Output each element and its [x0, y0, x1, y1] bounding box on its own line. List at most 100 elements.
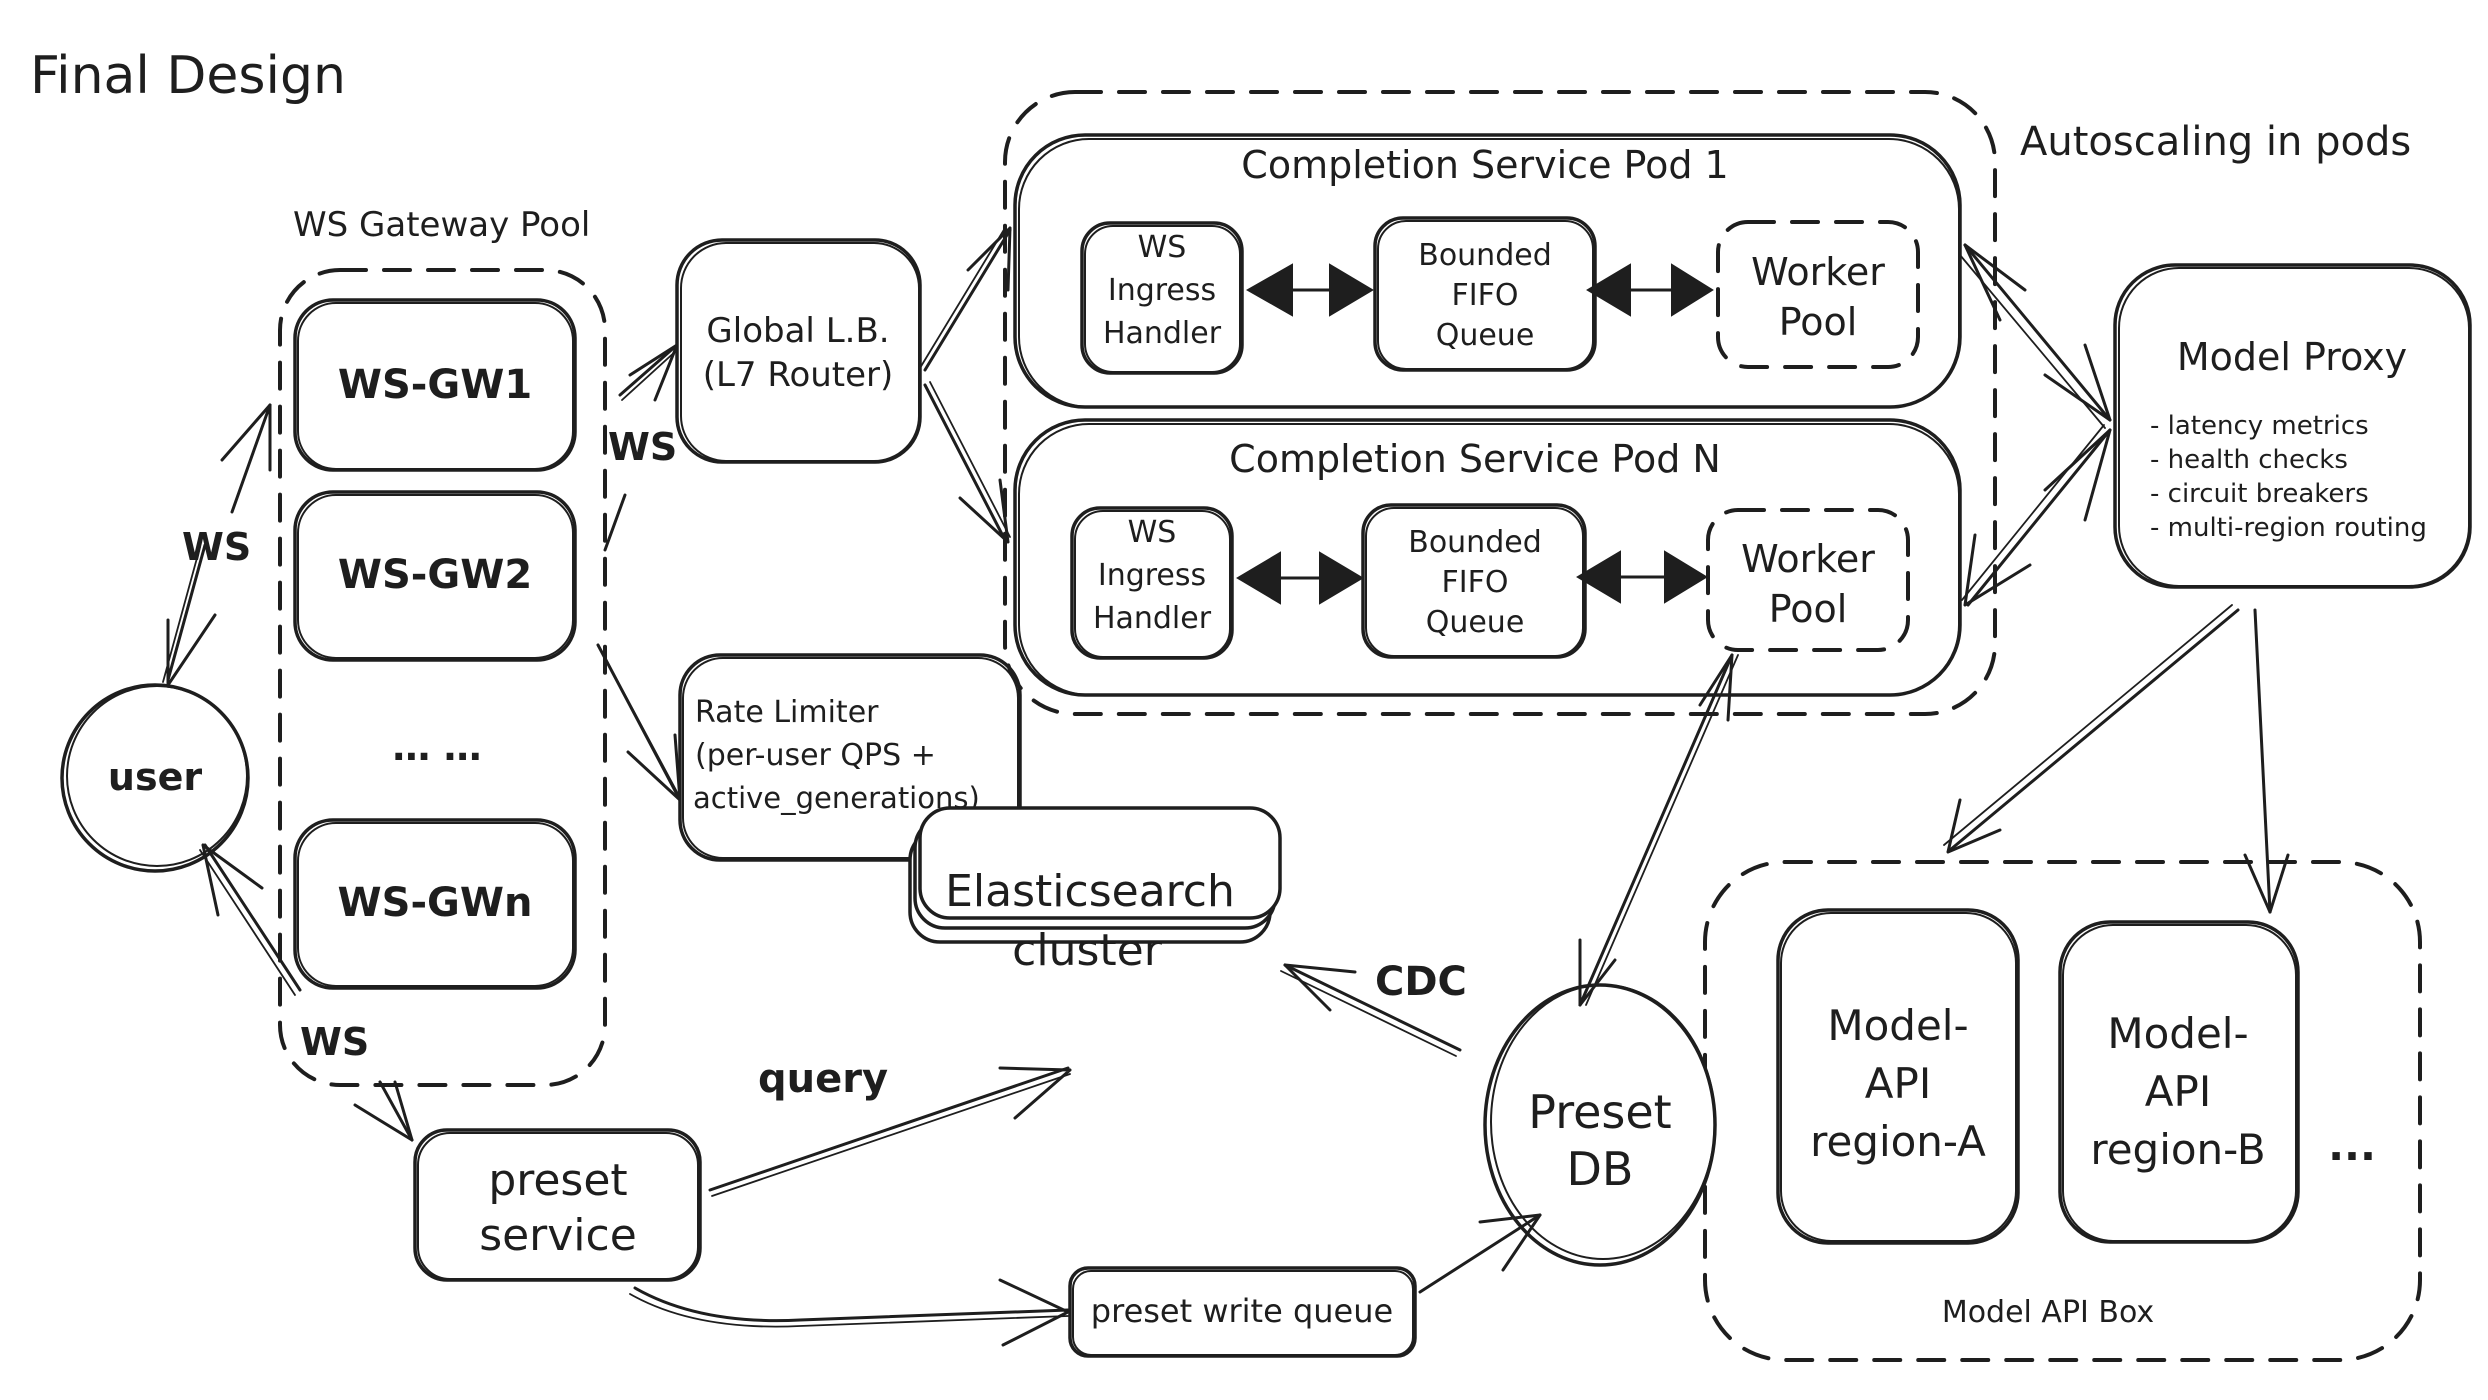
preset-db-line: DB	[1567, 1142, 1634, 1196]
elasticsearch-label-line: Elasticsearch	[945, 866, 1235, 917]
bounded-fifo-queue[interactable]: Bounded FIFO Queue	[1361, 503, 1587, 659]
edge-gateway-to-lb: WS	[603, 343, 679, 552]
arrowhead-icon	[1578, 938, 1617, 1007]
ws-gateway-pool: WS Gateway Pool WS-GW1 WS-GW2 … … WS-GWn	[278, 205, 607, 1087]
bounded-fifo-queue[interactable]: Bounded FIFO Queue	[1373, 216, 1597, 372]
preset-write-queue-label: preset write queue	[1091, 1292, 1393, 1330]
queue-line: FIFO	[1442, 565, 1509, 600]
ingress-line: Handler	[1093, 601, 1212, 636]
model-api-region-b[interactable]: Model- API region-B	[2058, 920, 2300, 1244]
edge-write-queue-to-db	[1418, 1213, 1542, 1294]
autoscaling-label: Autoscaling in pods	[2020, 119, 2411, 165]
completion-pod-1[interactable]: Completion Service Pod 1 WS Ingress Hand…	[1013, 133, 1962, 409]
ingress-line: WS	[1128, 515, 1177, 550]
autoscaling-boundary	[1003, 90, 1997, 716]
gateway-ellipsis: … …	[392, 725, 481, 769]
global-load-balancer[interactable]: Global L.B. (L7 Router)	[675, 238, 922, 464]
preset-db[interactable]: Preset DB	[1483, 983, 1717, 1267]
region-line: region-B	[2090, 1125, 2265, 1174]
model-proxy-feature: - latency metrics	[2150, 411, 2369, 441]
autoscaling-pods-group: Autoscaling in pods	[1003, 90, 2411, 716]
bidirectional-arrow-icon	[1245, 263, 1374, 317]
edge-cdc: CDC	[1280, 959, 1467, 1057]
model-api-box-label: Model API Box	[1942, 1295, 2154, 1330]
rate-limiter-line: Rate Limiter	[695, 695, 879, 730]
region-line: Model-	[1827, 1001, 1968, 1050]
lb-label-line: Global L.B.	[706, 311, 889, 351]
elasticsearch-cluster[interactable]: Elasticsearch cluster	[908, 806, 1282, 976]
model-proxy-feature: - multi-region routing	[2150, 513, 2427, 543]
preset-db-line: Preset	[1528, 1085, 1671, 1139]
preset-write-queue[interactable]: preset write queue	[1068, 1266, 1417, 1358]
ws-ingress-handler[interactable]: WS Ingress Handler	[1080, 221, 1244, 375]
region-line: Model-	[2107, 1009, 2248, 1058]
arrowhead-icon	[998, 1066, 1072, 1120]
ingress-line: Ingress	[1098, 558, 1206, 593]
model-proxy-feature: - health checks	[2150, 445, 2348, 475]
edge-lb-to-pods	[919, 226, 1012, 544]
model-api-region-a[interactable]: Model- API region-A	[1776, 908, 2020, 1245]
arrowhead-icon	[626, 733, 682, 802]
arrowhead-icon	[1963, 533, 2032, 607]
queue-line: Bounded	[1418, 238, 1552, 273]
model-api-box: Model- API region-A Model- API region-B …	[1703, 860, 2422, 1362]
ingress-line: WS	[1138, 230, 1187, 265]
lb-label-line: (L7 Router)	[703, 355, 894, 395]
preset-service-line: preset	[488, 1155, 627, 1206]
arrowhead-icon	[2243, 853, 2290, 914]
edge-proxy-to-regions	[1943, 604, 2290, 914]
rate-limiter-line: (per-user QPS +	[695, 738, 936, 773]
edge-gateway-to-rate-limiter	[596, 643, 685, 806]
edge-user-gateway: WS	[162, 403, 272, 687]
edge-worker-to-preset-db	[1578, 653, 1739, 1007]
arrowhead-icon	[2043, 428, 2112, 522]
elasticsearch-label-line: cluster	[1012, 925, 1163, 976]
arrowhead-icon	[628, 343, 679, 402]
queue-line: Bounded	[1408, 525, 1542, 560]
arrowhead-icon	[220, 403, 272, 472]
pod-title: Completion Service Pod N	[1229, 437, 1721, 481]
worker-line: Worker	[1741, 537, 1875, 581]
pod-title: Completion Service Pod 1	[1241, 143, 1728, 187]
arrowhead-icon	[166, 613, 217, 687]
arrowhead-icon	[998, 1278, 1070, 1347]
gateway-pool-label: WS Gateway Pool	[293, 205, 590, 245]
edge-label-cdc: CDC	[1375, 959, 1467, 1005]
arrowhead-icon	[1946, 798, 2002, 854]
worker-line: Worker	[1751, 250, 1885, 294]
rate-limiter[interactable]: Rate Limiter (per-user QPS + active_gene…	[678, 653, 1022, 862]
edge-pods-model-proxy	[1959, 243, 2112, 607]
worker-pool[interactable]: Worker Pool	[1706, 508, 1910, 652]
gateway-node-n[interactable]: WS-GWn	[293, 818, 577, 990]
arrowhead-icon	[1283, 963, 1357, 1012]
edge-label-ws: WS	[182, 525, 251, 569]
model-proxy-feature: - circuit breakers	[2150, 479, 2369, 509]
arrowhead-icon	[201, 843, 264, 917]
edge-gateway-to-user: WS	[199, 843, 369, 1064]
arrowhead-icon	[1478, 1213, 1542, 1272]
queue-line: Queue	[1436, 318, 1535, 353]
gateway-node-2[interactable]: WS-GW2	[293, 490, 577, 662]
preset-service[interactable]: preset service	[413, 1128, 702, 1282]
model-proxy[interactable]: Model Proxy - latency metrics - health c…	[2113, 263, 2472, 589]
gateway-node-label: WS-GW1	[338, 362, 532, 408]
bidirectional-arrow-icon	[1236, 551, 1364, 605]
queue-line: FIFO	[1452, 278, 1519, 313]
user-node[interactable]: user	[60, 683, 250, 873]
region-line: API	[2145, 1067, 2211, 1116]
gateway-pool-boundary	[278, 268, 607, 1087]
worker-pool[interactable]: Worker Pool	[1716, 220, 1920, 369]
edge-service-to-write-queue	[629, 1278, 1070, 1347]
gateway-node-label: WS-GW2	[338, 552, 532, 598]
ingress-line: Ingress	[1108, 273, 1216, 308]
edge-label-ws: WS	[300, 1020, 369, 1064]
worker-line: Pool	[1779, 300, 1858, 344]
gateway-node-1[interactable]: WS-GW1	[293, 298, 577, 472]
diagram-title: Final Design	[30, 46, 346, 106]
completion-pod-n[interactable]: Completion Service Pod N WS Ingress Hand…	[1013, 418, 1962, 697]
bidirectional-arrow-icon	[1576, 550, 1708, 604]
arrowhead-icon	[1963, 243, 2027, 322]
rate-limiter-line: active_generations)	[693, 781, 980, 815]
ws-ingress-handler[interactable]: WS Ingress Handler	[1070, 506, 1234, 660]
